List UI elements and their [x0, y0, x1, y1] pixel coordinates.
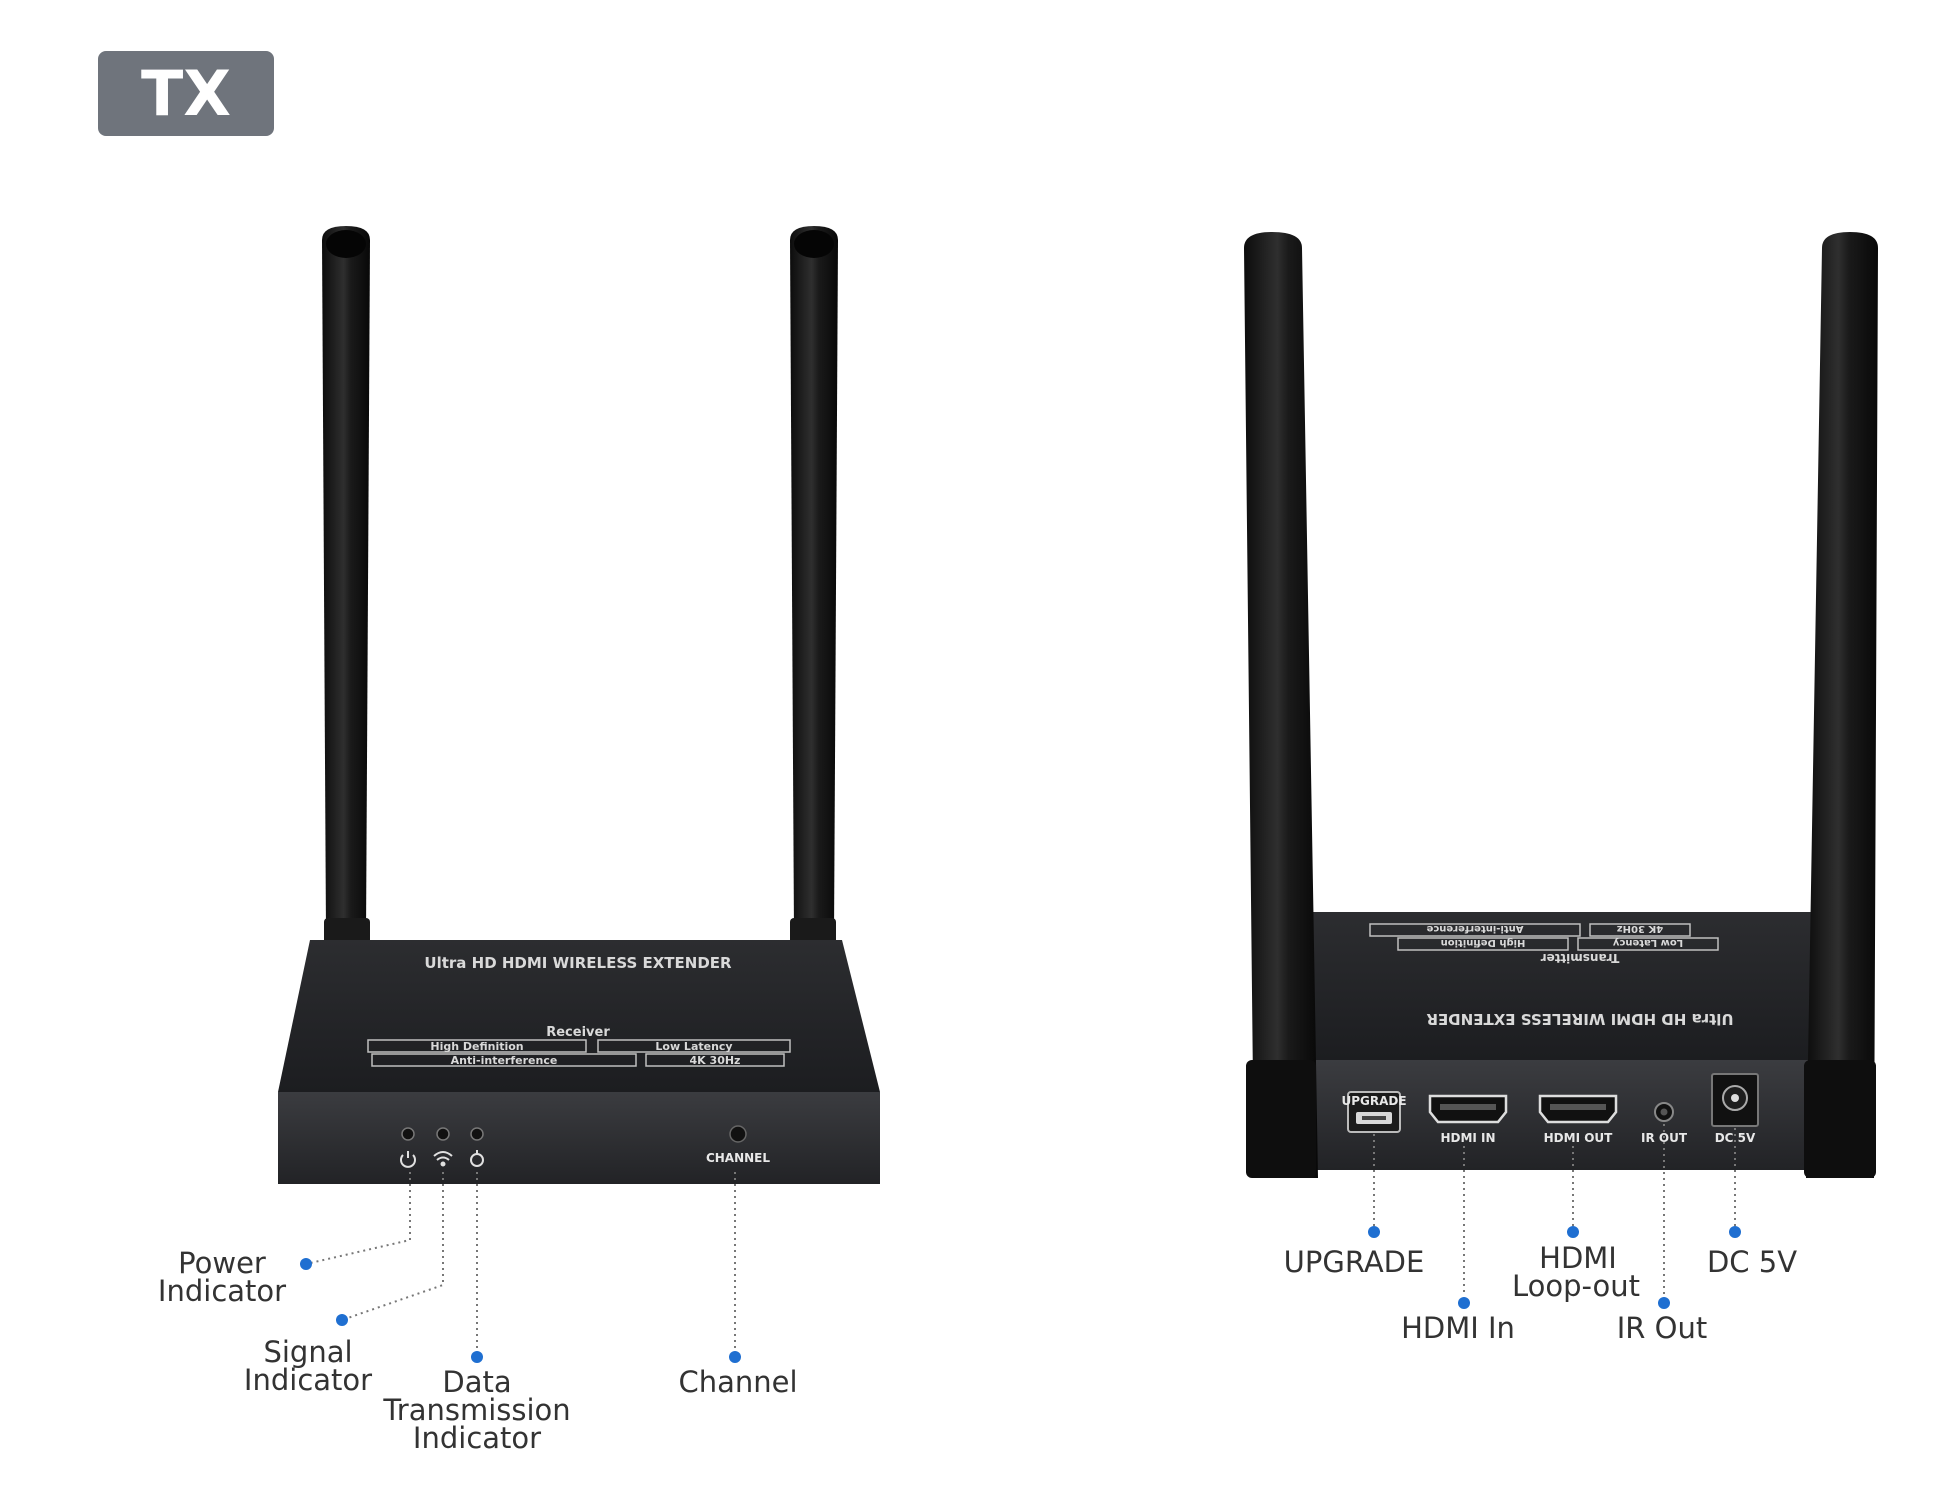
- channel-label: Channel: [678, 1365, 797, 1399]
- receiver-top-text: Ultra HD HDMI WIRELESS EXTENDER: [424, 954, 732, 972]
- receiver-feature-4: 4K 30Hz: [690, 1054, 741, 1067]
- transmitter-leader-lines: [1373, 1124, 1736, 1296]
- data-indicator-label-3: Indicator: [413, 1421, 541, 1455]
- dc-port[interactable]: DC 5V: [1711, 1073, 1759, 1145]
- receiver-front-panel: [278, 1092, 880, 1184]
- signal-led: [436, 1127, 450, 1141]
- receiver-feature-2: Low Latency: [655, 1040, 732, 1053]
- hdmi-loop-callout-dot: [1567, 1226, 1579, 1238]
- upgrade-label: UPGRADE: [1284, 1245, 1425, 1279]
- signal-callout-dot: [336, 1314, 348, 1326]
- data-icon: [470, 1150, 484, 1167]
- hdmi-in-callout-dot: [1458, 1297, 1470, 1309]
- upgrade-port-label: UPGRADE: [1341, 1094, 1406, 1108]
- power-indicator-label-2: Indicator: [158, 1274, 286, 1308]
- channel-button-label: CHANNEL: [706, 1151, 770, 1165]
- hdmi-in-label: HDMI In: [1401, 1311, 1515, 1345]
- receiver-callout-dots: [300, 1258, 741, 1363]
- power-icon: [400, 1151, 416, 1168]
- ir-out-callout-dot: [1658, 1297, 1670, 1309]
- receiver-model-text: Receiver: [546, 1025, 610, 1040]
- receiver-leader-lines: [305, 1172, 736, 1355]
- signal-indicator-label-1: Signal: [263, 1335, 352, 1369]
- transmitter-model-text: Transmitter: [1541, 951, 1620, 965]
- transmitter-top-panel: [1290, 912, 1840, 1060]
- receiver-antenna-right: [790, 226, 838, 948]
- transmitter-antenna-left: [1244, 232, 1318, 1178]
- power-led: [401, 1127, 415, 1141]
- transmitter-antenna-right: [1804, 232, 1878, 1178]
- data-indicator-label-1: Data: [442, 1365, 511, 1399]
- hdmi-out-port-label: HDMI OUT: [1544, 1131, 1614, 1145]
- signal-indicator-label-2: Indicator: [244, 1363, 372, 1397]
- receiver-device: Ultra HD HDMI WIRELESS EXTENDER Receiver…: [278, 226, 880, 1184]
- hdmi-loop-label-2: Loop-out: [1512, 1269, 1640, 1303]
- upgrade-callout-dot: [1368, 1226, 1380, 1238]
- data-led: [470, 1127, 484, 1141]
- transmitter-top-text: Ultra HD HDMI WIRELESS EXTENDER: [1426, 1010, 1734, 1028]
- hdmi-out-port[interactable]: HDMI OUT: [1538, 1094, 1618, 1145]
- tx-badge: TX: [98, 51, 274, 136]
- transmitter-feature-4: 4K 30Hz: [1617, 923, 1663, 934]
- dc-5v-label: DC 5V: [1707, 1245, 1797, 1279]
- receiver-feature-1: High Definition: [430, 1040, 523, 1053]
- ir-out-label: IR Out: [1617, 1311, 1708, 1345]
- dc-callout-dot: [1729, 1226, 1741, 1238]
- transmitter-feature-3: Anti-interference: [1426, 923, 1523, 934]
- upgrade-port[interactable]: UPGRADE: [1341, 1091, 1407, 1133]
- power-indicator-label-1: Power: [178, 1246, 266, 1280]
- hdmi-loop-label-1: HDMI: [1539, 1241, 1617, 1275]
- channel-button[interactable]: [729, 1125, 747, 1143]
- transmitter-feature-1: High Definition: [1441, 937, 1526, 948]
- hdmi-in-port[interactable]: HDMI IN: [1428, 1094, 1508, 1145]
- receiver-antenna-left: [322, 226, 370, 948]
- data-callout-dot: [471, 1351, 483, 1363]
- power-callout-dot: [300, 1258, 312, 1270]
- hdmi-in-port-label: HDMI IN: [1440, 1131, 1495, 1145]
- transmitter-device: Transmitter High Definition Low Latency …: [1244, 232, 1878, 1178]
- channel-callout-dot: [729, 1351, 741, 1363]
- transmitter-feature-2: Low Latency: [1612, 937, 1683, 948]
- wifi-icon: [433, 1151, 453, 1167]
- transmitter-callout-dots: [1368, 1226, 1741, 1309]
- data-indicator-label-2: Transmission: [382, 1393, 570, 1427]
- receiver-feature-3: Anti-interference: [451, 1054, 558, 1067]
- dc-port-label: DC 5V: [1715, 1131, 1756, 1145]
